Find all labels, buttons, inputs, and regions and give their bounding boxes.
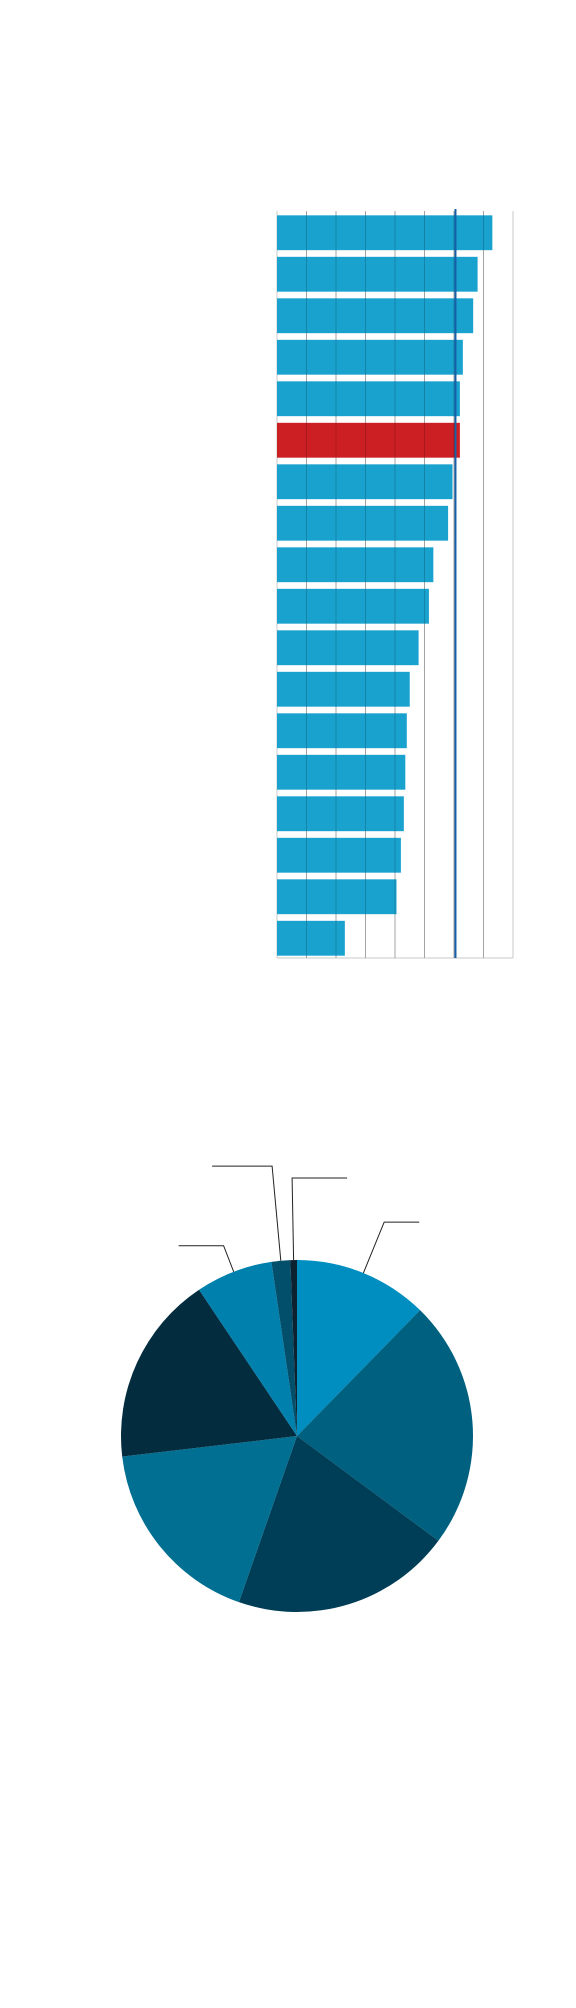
pie-callout-line <box>178 1245 235 1272</box>
pie-slice <box>120 1289 297 1457</box>
bar <box>277 505 449 541</box>
bar <box>277 547 434 583</box>
pie-slice <box>122 1436 298 1603</box>
bar <box>277 920 345 956</box>
bar <box>277 464 453 500</box>
pie-chart-callouts <box>178 1165 420 1274</box>
bar <box>277 671 410 707</box>
pie-chart <box>120 1165 474 1613</box>
pie-slice <box>297 1260 421 1436</box>
bar <box>277 879 397 915</box>
bar-highlighted <box>277 422 460 458</box>
bar <box>277 381 460 417</box>
pie-callout-line <box>362 1221 420 1274</box>
bar <box>277 796 404 832</box>
pie-slice <box>199 1261 297 1436</box>
bar-chart-overlay-grid <box>306 211 484 958</box>
bar <box>277 588 429 624</box>
bar <box>277 298 474 334</box>
bar <box>277 256 478 292</box>
pie-slice <box>271 1260 297 1436</box>
bar <box>277 215 493 251</box>
bar-chart-bars <box>277 215 493 956</box>
bar-chart-grid <box>276 211 514 959</box>
bar <box>277 713 407 749</box>
bar <box>277 339 463 375</box>
pie-callout-line <box>291 1177 348 1261</box>
pie-chart-slices <box>120 1260 474 1613</box>
pie-slice <box>297 1310 474 1541</box>
pie-slice <box>290 1260 297 1436</box>
bar <box>277 754 406 790</box>
pie-callout-line <box>212 1165 282 1261</box>
bar <box>277 837 401 873</box>
bar <box>277 630 419 666</box>
pie-slice <box>238 1436 439 1613</box>
bar-chart <box>276 209 514 959</box>
